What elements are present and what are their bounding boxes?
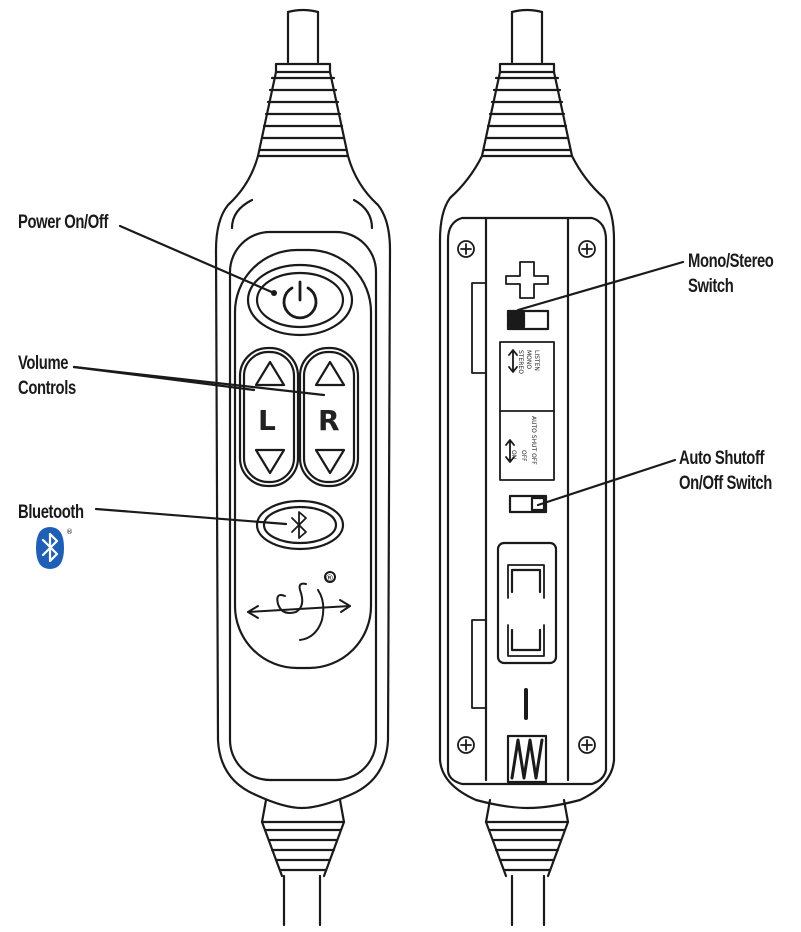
switch-instruction-label — [499, 341, 555, 481]
mono-stereo-label: Mono/Stereo Switch — [688, 251, 774, 297]
screw-icon — [578, 736, 596, 754]
bluetooth-logo-icon — [36, 527, 64, 569]
volume-up-icon — [254, 360, 286, 387]
left-bottom-cable — [260, 798, 346, 927]
bluetooth-button[interactable] — [255, 499, 345, 551]
brand-logo-icon — [247, 571, 351, 641]
switch-text-on: ON — [510, 450, 517, 459]
right-bottom-cable — [484, 798, 570, 927]
switch-text-auto-shut-off: AUTO SHUT OFF — [530, 416, 537, 465]
battery-compartment — [496, 541, 558, 665]
switch-text-stereo: STEREO — [517, 350, 524, 374]
switch-text-listen: LISTEN — [533, 350, 540, 371]
leader-power — [118, 224, 276, 295]
screw-icon — [578, 240, 596, 258]
left-body — [214, 154, 392, 810]
volume-up-icon — [314, 360, 346, 387]
switch-text-off: OFF — [520, 450, 527, 462]
left-top-cable — [256, 8, 350, 158]
leader-bluetooth — [94, 507, 288, 526]
volume-left-letter: L — [258, 404, 276, 437]
screw-icon — [457, 240, 475, 258]
leader-mono-stereo — [516, 260, 685, 312]
bluetooth-label: Bluetooth — [18, 502, 84, 523]
bluetooth-icon — [291, 511, 307, 539]
volume-left-control[interactable] — [238, 346, 300, 488]
right-top-cable — [480, 8, 574, 158]
leader-volume-right — [72, 365, 326, 397]
left-button-panel — [233, 248, 373, 670]
leader-lines — [72, 224, 685, 526]
power-button[interactable] — [246, 263, 354, 337]
right-body — [438, 154, 616, 810]
mono-stereo-switch[interactable] — [506, 309, 550, 331]
battery-spring — [506, 734, 548, 784]
switch-text-mono: MONO — [525, 350, 532, 369]
registered-mark: ® — [325, 574, 334, 584]
bluetooth-registered-mark: ® — [66, 528, 73, 536]
power-icon — [282, 280, 318, 320]
leader-auto-shutoff — [536, 458, 677, 507]
volume-label: Volume Controls — [18, 353, 76, 399]
volume-right-letter: R — [318, 404, 340, 437]
volume-down-icon — [314, 448, 346, 475]
screw-icon — [457, 736, 475, 754]
auto-shutoff-label: Auto Shutoff On/Off Switch — [679, 448, 772, 494]
volume-right-control[interactable] — [298, 346, 360, 488]
power-label: Power On/Off — [18, 212, 109, 233]
volume-down-icon — [254, 448, 286, 475]
battery-plus-icon — [505, 261, 549, 299]
